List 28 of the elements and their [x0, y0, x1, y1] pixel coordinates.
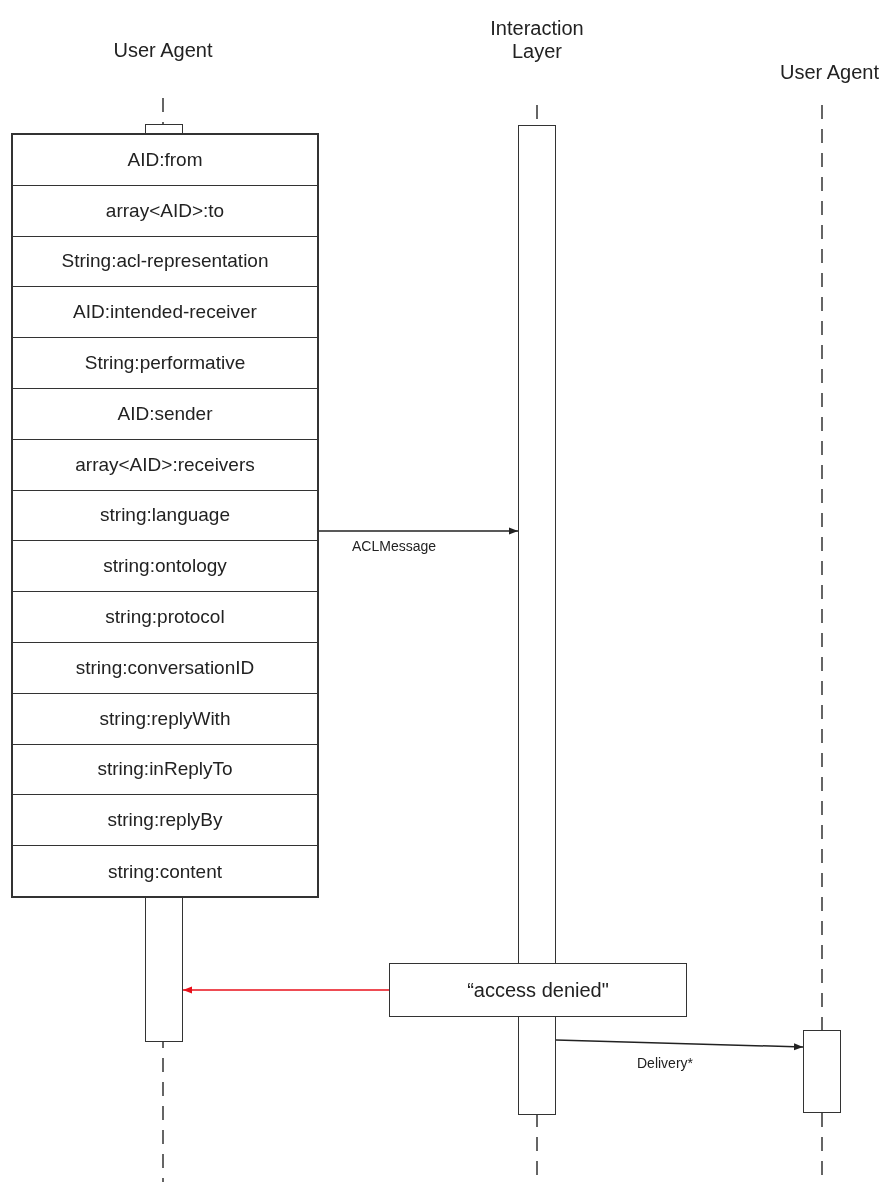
lifeline-header: User Agent [765, 52, 894, 92]
message-arrow [555, 1039, 804, 1051]
message-box [11, 133, 319, 898]
activation-bar [145, 124, 183, 134]
field-row: AID:intended-receiver [13, 287, 317, 339]
edge-label: ACLMessage [352, 538, 437, 554]
activation-bar [803, 1030, 841, 1113]
field-row: string:inReplyTo [13, 744, 317, 796]
activation-bar [145, 897, 183, 1042]
field-row: String:acl-representation [13, 236, 317, 288]
field-row: string:conversationID [13, 643, 317, 694]
field-row: String:performative [13, 338, 317, 389]
field-row: string:replyBy [13, 795, 317, 847]
field-row: string:replyWith [13, 693, 317, 745]
field-row: array<AID>:receivers [13, 439, 317, 491]
message-arrow [182, 986, 390, 994]
field-row: AID:sender [13, 389, 317, 440]
field-row: string:protocol [13, 592, 317, 643]
note-box: “access denied" [389, 963, 687, 1017]
field-row: string:ontology [13, 541, 317, 593]
field-row: array<AID>:to [13, 185, 317, 237]
edge-label: Delivery* [637, 1055, 693, 1071]
message-arrow [318, 527, 519, 535]
lifeline-header: User Agent [63, 30, 263, 70]
field-row: string:language [13, 490, 317, 542]
field-row: string:content [13, 846, 317, 897]
lifeline-header: Interaction Layer [482, 12, 592, 68]
field-row: AID:from [13, 135, 317, 186]
